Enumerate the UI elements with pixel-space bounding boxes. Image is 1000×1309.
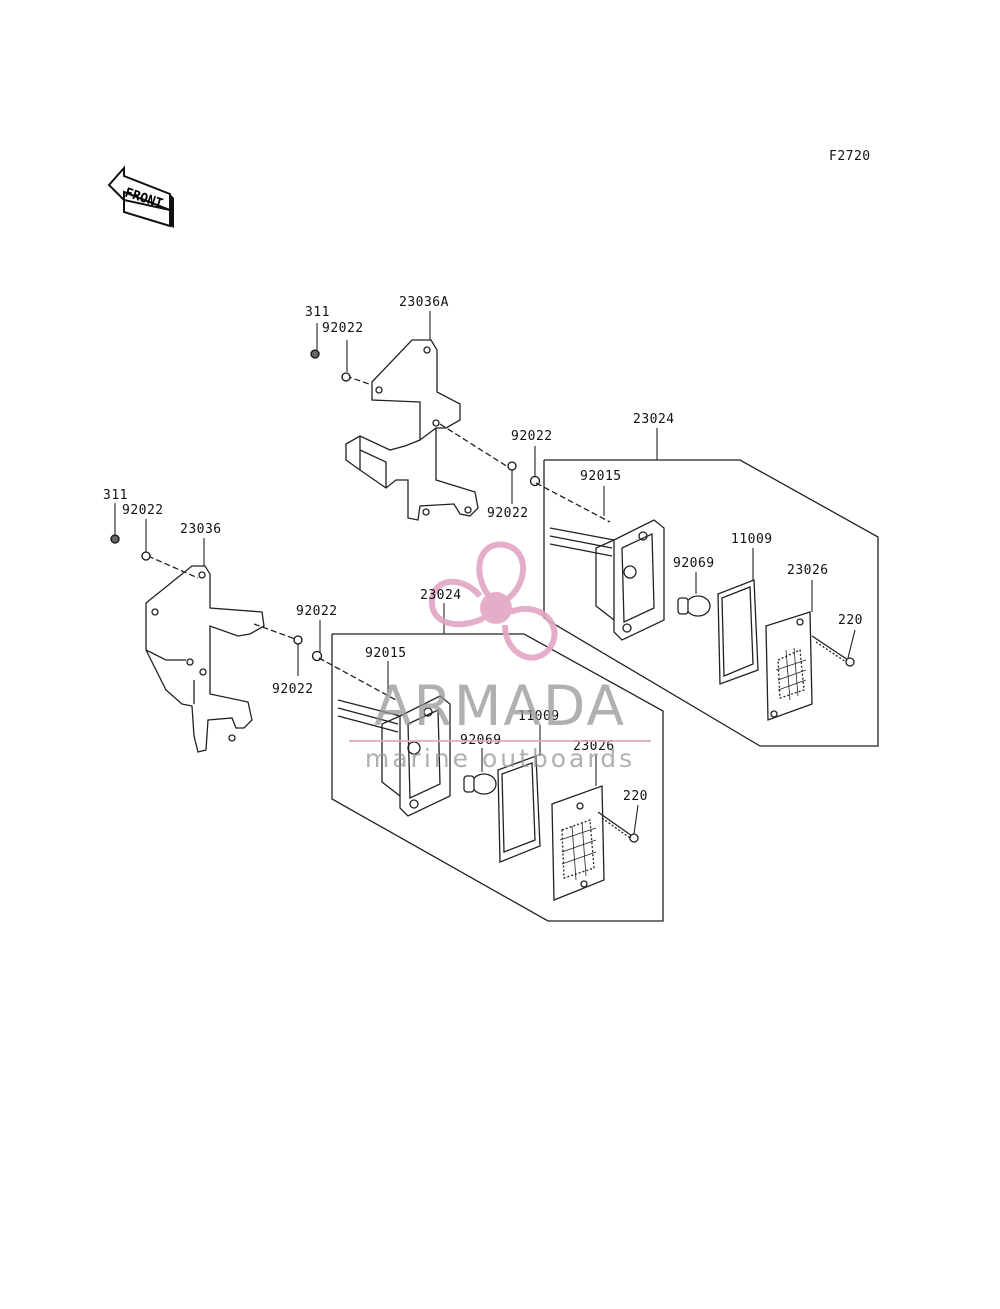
screw-left [597,811,639,843]
part-label-11009-left: 11009 [518,709,560,724]
front-arrow-icon: FRONT [107,165,174,228]
part-label-92022-top-a: 92022 [322,321,364,336]
bulb-right [677,595,711,617]
part-label-92022-top-c: 92022 [487,506,529,521]
gasket-right [717,579,759,685]
part-label-92022-left-b: 92022 [296,604,338,619]
part-label-92022-left-a: 92022 [122,503,164,518]
figure-code: F2720 [829,149,871,164]
lamp-housing-right [549,519,665,641]
leader-lines [114,311,856,835]
part-label-311-left: 311 [103,488,128,503]
part-label-23026-left: 23026 [573,739,615,754]
part-label-11009-right: 11009 [731,532,773,547]
part-label-23026-right: 23026 [787,563,829,578]
part-label-23036: 23036 [180,522,222,537]
watermark-brand: ARMADA [374,674,626,738]
part-label-23024-right: 23024 [633,412,675,427]
part-label-92022-top-b: 92022 [511,429,553,444]
part-label-220-left: 220 [623,789,648,804]
part-label-92069-right: 92069 [673,556,715,571]
fasteners [110,349,541,662]
screw-right [811,635,855,667]
armada-logo-icon [428,541,558,661]
part-label-311-top: 311 [305,305,330,320]
part-label-92015-left: 92015 [365,646,407,661]
watermark-divider [349,740,651,742]
part-label-220-right: 220 [838,613,863,628]
bracket-23036a [345,339,509,521]
lens-right [765,611,813,721]
bulb-left [463,773,497,795]
part-label-23024-left: 23024 [420,588,462,603]
lamp-housing-left [337,695,451,817]
part-label-23036a: 23036A [399,295,449,310]
part-label-92015-right: 92015 [580,469,622,484]
lens-left [551,785,605,901]
watermark-tagline: marine outboards [364,744,636,773]
gasket-left [497,755,541,863]
part-label-92022-left-c: 92022 [272,682,314,697]
bracket-23036 [145,555,299,753]
lamp-assembly-box-left [318,633,664,922]
